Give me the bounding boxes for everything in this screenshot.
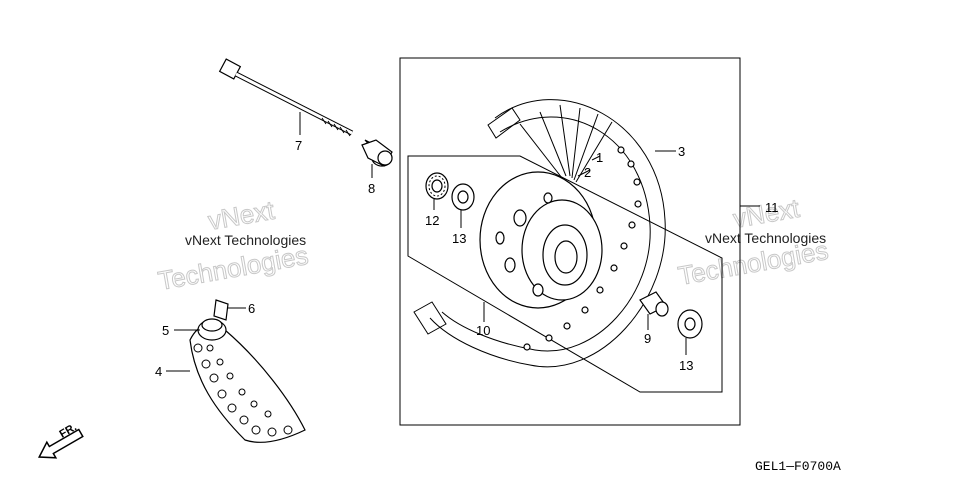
- bearing-12: [425, 172, 449, 200]
- rim-spoke-holes: [523, 146, 642, 351]
- assembly-frame: [399, 57, 741, 426]
- watermark-text-right: vNext Technologies: [705, 230, 826, 246]
- callout-12: 12: [425, 213, 439, 228]
- callout-10: 10: [476, 323, 490, 338]
- rim-band: [213, 299, 229, 321]
- callout-13-left: 13: [452, 231, 466, 246]
- spokes: [519, 104, 613, 183]
- hub-group-frame: [407, 155, 723, 393]
- callout-3: 3: [678, 144, 685, 159]
- callout-11: 11: [765, 200, 779, 215]
- diagram-code: GEL1—F0700A: [755, 459, 841, 474]
- collar: [361, 139, 393, 167]
- axle-bolt: [218, 58, 354, 137]
- tire: [189, 323, 306, 443]
- wheel-rim: [413, 99, 666, 368]
- leader-1: [591, 155, 601, 161]
- callout-2: 2: [584, 165, 591, 180]
- callout-6: 6: [248, 301, 255, 316]
- callout-1: 1: [596, 150, 603, 165]
- callout-13-right: 13: [679, 358, 693, 373]
- callout-4: 4: [155, 364, 162, 379]
- wheel-hub: [479, 171, 603, 309]
- distance-collar: [639, 291, 669, 317]
- callout-7: 7: [295, 138, 302, 153]
- callout-5: 5: [162, 323, 169, 338]
- callout-9: 9: [644, 331, 651, 346]
- bearing-13-left: [451, 183, 475, 211]
- watermark-ghost-word: Technologies: [156, 240, 311, 296]
- leader-2: [577, 169, 591, 177]
- tube: [197, 318, 227, 341]
- watermark-ghost-word: vNext: [206, 195, 277, 236]
- bearing-13-right: [677, 309, 703, 339]
- front-direction-arrow-icon: [38, 428, 84, 459]
- callout-8: 8: [368, 181, 375, 196]
- watermark-text-left: vNext Technologies: [185, 232, 306, 248]
